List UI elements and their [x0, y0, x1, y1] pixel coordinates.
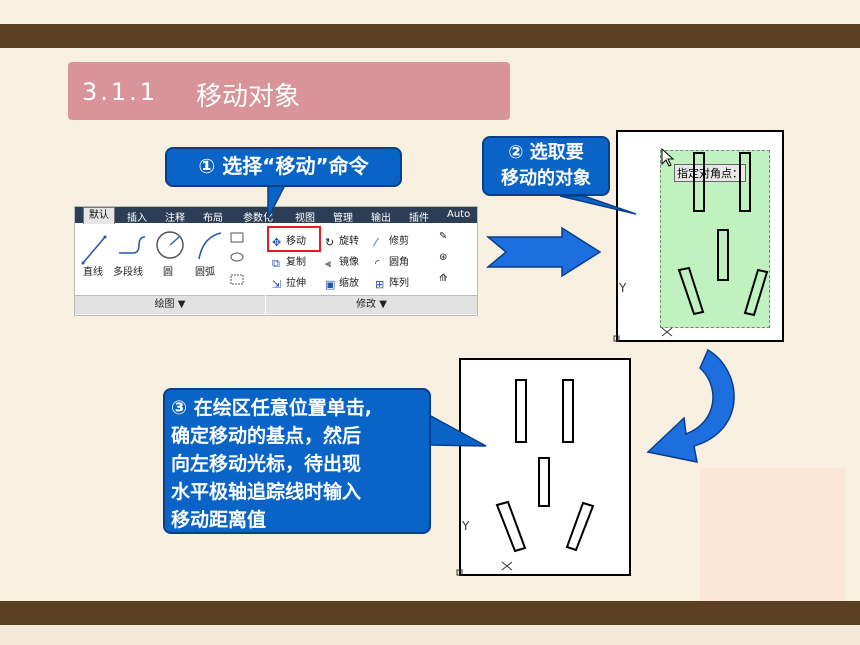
explode-icon[interactable]: ⊛ [439, 252, 448, 263]
bottom-band [0, 601, 860, 625]
tab-annotate[interactable]: 注释 [165, 213, 185, 224]
ribbon-tabs: 默认 插入 注释 布局 参数化 视图 管理 输出 插件 Auto [75, 207, 477, 224]
cad-canvas-result [459, 358, 631, 576]
callout-step3-line: 移动距离值 [171, 509, 267, 531]
callout-step3-line: ③ 在绘区任意位置单击, [171, 397, 372, 419]
array-icon: ⊞ [375, 278, 385, 291]
move-icon: ✥ [272, 236, 282, 249]
scale-icon: ▣ [325, 278, 336, 291]
section-title-bar: 3.1.1 移动对象 [68, 62, 510, 120]
tool-polyline[interactable]: 多段线 [113, 267, 143, 278]
cad-ribbon: 默认 插入 注释 布局 参数化 视图 管理 输出 插件 Auto 直线 多段线 … [74, 206, 478, 316]
cursor-arrow-icon [661, 147, 675, 167]
tool-line[interactable]: 直线 [83, 267, 103, 278]
trim-icon: ⁄ [375, 236, 377, 249]
arrow-curved-icon [646, 348, 735, 463]
footer-strip [0, 625, 860, 645]
callout-step2-line1: ② 选取要 [508, 142, 584, 163]
panel-draw-label[interactable]: 绘图 ▼ [75, 295, 265, 314]
callout-step3: ③ 在绘区任意位置单击, 确定移动的基点，然后 向左移动光标，待出现 水平极轴追… [163, 388, 431, 534]
axis-y-mid: Y [461, 519, 470, 533]
tool-circle[interactable]: 圆 [163, 267, 173, 278]
tab-default[interactable]: 默认 [83, 207, 115, 224]
offset-icon[interactable]: ⟰ [439, 273, 448, 284]
fillet-icon: ◜ [375, 257, 380, 270]
mirror-icon: ⫷ [325, 257, 332, 270]
callout-step3-line: 确定移动的基点，然后 [171, 425, 362, 447]
tab-insert[interactable]: 插入 [127, 213, 147, 224]
top-band [0, 24, 860, 48]
callout-step2: ② 选取要 移动的对象 [482, 136, 610, 196]
tool-copy[interactable]: ⧉复制 [272, 257, 306, 270]
tool-fillet[interactable]: ◜圆角 [375, 257, 409, 270]
callout-step3-line: 水平极轴追踪线时输入 [171, 481, 362, 503]
axis-y-right: Y [618, 281, 627, 295]
tab-manage[interactable]: 管理 [333, 213, 353, 224]
arrow-right-icon [485, 226, 602, 278]
selected-shapes [677, 152, 769, 317]
callout-step2-line2: 移动的对象 [501, 168, 591, 189]
tool-array[interactable]: ⊞阵列 [375, 278, 409, 291]
tool-move[interactable]: ✥移动 [272, 236, 306, 249]
section-number: 3.1.1 [82, 78, 159, 106]
tool-scale[interactable]: ▣缩放 [325, 278, 359, 291]
panel-modify-label[interactable]: 修改 ▼ [266, 295, 477, 314]
eraser-icon[interactable]: ✎ [439, 231, 448, 242]
rotate-icon: ↻ [325, 236, 335, 249]
tool-stretch[interactable]: ⇲拉伸 [272, 278, 306, 291]
decor-box [700, 468, 846, 601]
tab-layout[interactable]: 布局 [203, 213, 223, 224]
tab-autodesk[interactable]: Auto [447, 209, 471, 220]
stretch-icon: ⇲ [272, 278, 282, 291]
callout-step3-line: 向左移动光标，待出现 [171, 453, 362, 475]
copy-icon: ⧉ [272, 257, 280, 270]
tool-trim[interactable]: ⁄修剪 [375, 236, 409, 249]
tab-parametric[interactable]: 参数化 [243, 213, 273, 224]
tool-arc[interactable]: 圆弧 [195, 267, 215, 278]
tab-view[interactable]: 视图 [295, 213, 315, 224]
tool-mirror[interactable]: ⫷镜像 [325, 257, 359, 270]
move-highlight-box [267, 226, 321, 252]
tab-output[interactable]: 输出 [371, 213, 391, 224]
tool-rotate[interactable]: ↻旋转 [325, 236, 359, 249]
draw-tool-icons [81, 231, 244, 285]
moved-shapes [495, 379, 595, 553]
callout-step1: ① 选择“移动”命令 [165, 147, 402, 187]
section-title: 移动对象 [196, 82, 301, 112]
tab-plugins[interactable]: 插件 [409, 213, 429, 224]
